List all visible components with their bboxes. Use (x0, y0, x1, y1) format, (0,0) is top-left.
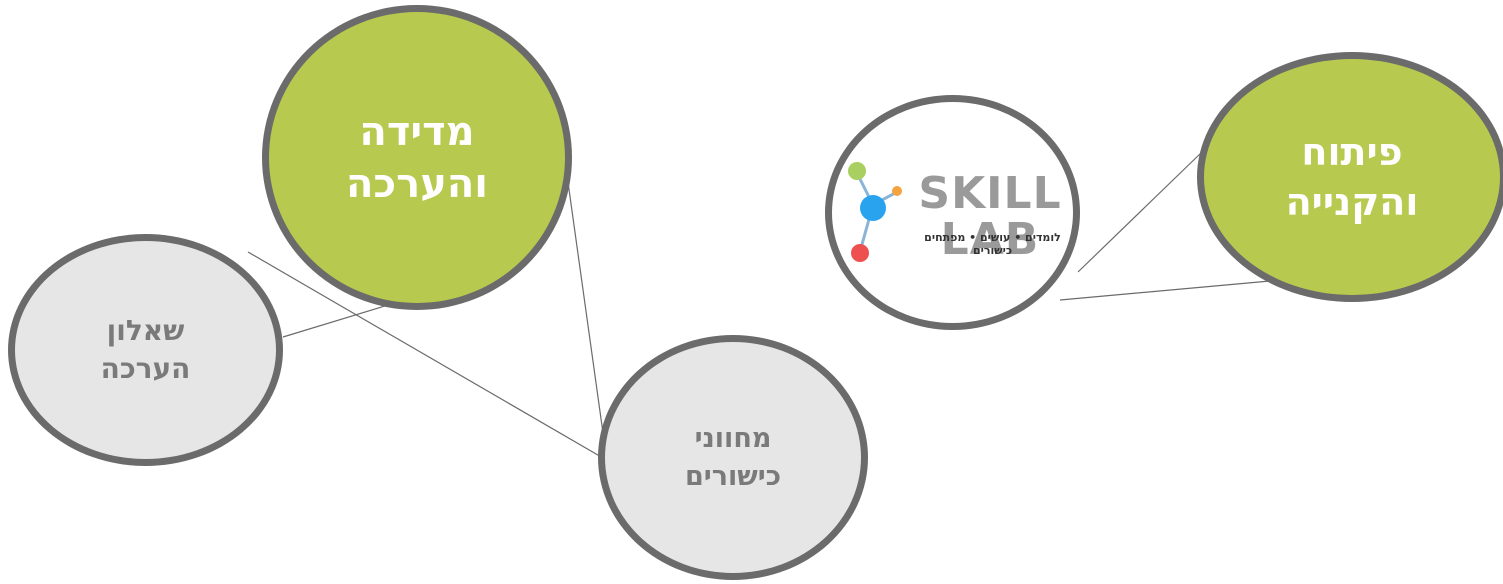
line-measure-tests (566, 174, 604, 434)
line-questionnaire-measure (282, 304, 389, 338)
node-evaluation-questionnaire: שאלון הערכה (8, 234, 283, 466)
node-development-acquisition-label: פיתוח והקנייה (1285, 130, 1419, 224)
node-skill-indicators-label: מחווני כישורים (685, 422, 781, 492)
node-development-acquisition: פיתוח והקנייה (1197, 52, 1503, 302)
node-evaluation-questionnaire-label: שאלון הערכה (100, 314, 191, 385)
line-logo-develop-bottom (1059, 280, 1271, 301)
node-measurement-evaluation-label: מדידה והערכה (345, 108, 489, 207)
skill-lab-logo-title: SKILL LAB (918, 167, 1062, 265)
line-questionnaire-tests (247, 251, 604, 459)
line-logo-develop-top (1077, 151, 1203, 273)
node-measurement-evaluation: מדידה והערכה (262, 5, 572, 310)
skill-lab-logo: SKILL LAB לומדים • עושים • מפתחים כישורי… (843, 153, 1063, 273)
skill-lab-logo-tagline: לומדים • עושים • מפתחים כישורים (924, 230, 1061, 257)
molecule-icon (847, 161, 902, 262)
node-skill-lab-logo: SKILL LAB לומדים • עושים • מפתחים כישורי… (825, 95, 1080, 330)
node-skill-indicators: מחווני כישורים (598, 335, 868, 580)
